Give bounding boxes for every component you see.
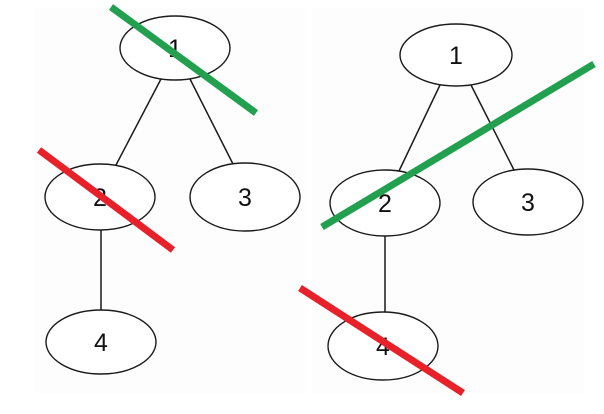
node-2-right-ellipse xyxy=(329,169,441,237)
node-3[interactable]: 3 xyxy=(189,162,301,232)
node-4[interactable]: 4 xyxy=(45,309,157,375)
edge-1-to-2 xyxy=(115,78,162,166)
node-3-right-ellipse xyxy=(472,168,584,236)
left-tree-panel: 1 2 3 4 xyxy=(35,4,305,393)
node-1-right-label: 1 xyxy=(449,42,463,70)
red-slash-node-2 xyxy=(36,147,176,253)
node-4-ellipse xyxy=(45,309,157,375)
node-1-right-ellipse xyxy=(399,23,513,87)
node-3-right-label: 3 xyxy=(521,189,535,217)
green-slash-node-1 xyxy=(108,4,259,116)
node-3-right[interactable]: 3 xyxy=(472,168,584,236)
node-4-label: 4 xyxy=(94,329,108,357)
node-1-right[interactable]: 1 xyxy=(399,23,513,87)
edge-1-to-3 xyxy=(189,78,234,165)
node-2-right[interactable]: 2 xyxy=(329,169,441,237)
node-3-ellipse xyxy=(189,162,301,232)
right-tree-panel: 1 2 3 4 xyxy=(298,8,596,396)
green-slash-node-2 xyxy=(320,60,596,231)
node-3-label: 3 xyxy=(238,184,252,212)
node-2-right-label: 2 xyxy=(378,190,392,218)
red-slash-node-4 xyxy=(298,285,465,396)
edge-1-to-2-right xyxy=(398,84,441,172)
